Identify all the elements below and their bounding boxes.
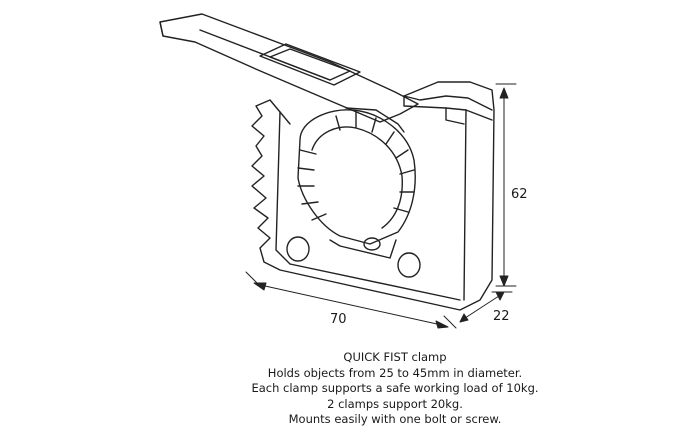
grip-ring <box>297 109 416 259</box>
dimension-label-width: 70 <box>330 312 347 327</box>
depth-arrow-top <box>495 291 505 301</box>
width-arrow-left <box>253 282 267 291</box>
strap <box>159 13 419 133</box>
height-arrow-top <box>499 87 509 99</box>
caption-line: 2 clamps support 20kg. <box>327 396 463 411</box>
width-arrow-right <box>435 320 449 329</box>
dimension-lines <box>245 83 517 329</box>
product-caption: QUICK FIST clamp Holds objects from 25 t… <box>0 350 700 428</box>
clamp-body <box>251 81 495 311</box>
dimension-label-depth: 22 <box>493 309 510 324</box>
height-arrow-bottom <box>499 275 509 287</box>
clamp-line-drawing <box>159 13 517 329</box>
depth-arrow-bottom <box>459 313 469 323</box>
mounting-hole-left <box>286 236 310 262</box>
caption-title: QUICK FIST clamp <box>343 350 447 364</box>
dimension-label-height: 62 <box>511 187 528 202</box>
caption-line: Each clamp supports a safe working load … <box>251 381 539 395</box>
mounting-hole-right <box>397 252 421 278</box>
width-extension-right <box>443 315 457 329</box>
width-extension-left <box>245 271 259 285</box>
caption-line: Mounts easily with one bolt or screw. <box>288 412 502 426</box>
depth-dimension-line <box>461 293 503 321</box>
width-dimension-line <box>255 283 447 327</box>
caption-line: Holds objects from 25 to 45mm in diamete… <box>267 365 523 380</box>
